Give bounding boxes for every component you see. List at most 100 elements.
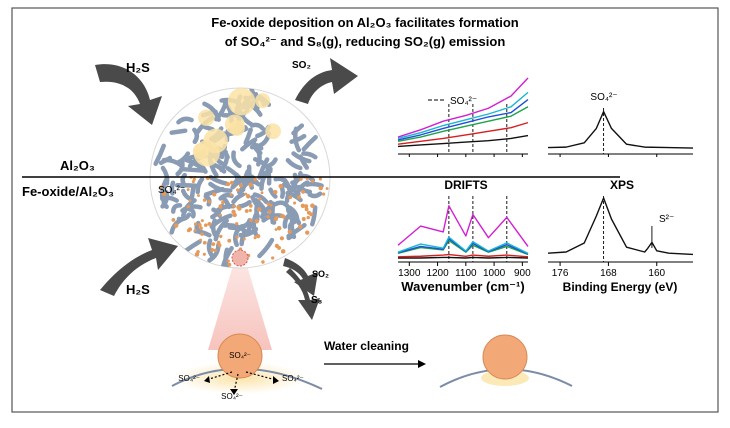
fe-oxide-dot: [273, 189, 278, 195]
fe-oxide-dot: [191, 180, 195, 184]
label-sulfate-left: SO₄²⁻: [178, 374, 200, 383]
figure-frame: [11, 7, 719, 413]
arrow-so2-out-top: [295, 58, 358, 104]
drifts-series-line: [397, 121, 529, 145]
fe-oxide-dot: [227, 238, 232, 243]
drifts-series-line: [397, 91, 529, 140]
fe-oxide-dot: [199, 238, 203, 242]
fe-oxide-dot: [293, 201, 297, 205]
alumina-pore: [273, 176, 290, 187]
alumina-pore: [291, 151, 312, 164]
xps-xlabel: Binding Energy (eV): [563, 280, 678, 294]
fe-oxide-dot: [197, 223, 202, 227]
label-sulfate-mid: SO₄²⁻: [221, 392, 243, 401]
alumina-pore: [195, 176, 205, 195]
alumina-pore: [183, 239, 202, 254]
fe-oxide-dot: [235, 222, 239, 226]
drifts-tick-label: 1200: [426, 268, 449, 279]
alumina-pore: [161, 157, 184, 168]
fe-oxide-dot: [260, 191, 264, 195]
fe-oxide-dot: [203, 223, 208, 227]
drifts-legend-label: SO₄²⁻: [450, 96, 477, 107]
alumina-pore: [169, 180, 176, 196]
fe-oxide-dot: [244, 192, 248, 196]
fe-oxide-dot: [236, 188, 240, 192]
fe-oxide-dot: [194, 252, 200, 257]
fe-oxide-dot: [210, 247, 215, 252]
drifts-tick-label: 1000: [483, 268, 506, 279]
xps-s2-label: S²⁻: [659, 214, 674, 225]
fe-oxide-dot: [219, 205, 223, 209]
sulfate-patch: [224, 114, 245, 135]
drifts-tick-label: 900: [514, 268, 531, 279]
alumina-pore: [301, 151, 318, 160]
fe-oxide-dot: [249, 218, 253, 223]
arrow-h2s-in-bottom: [100, 238, 178, 296]
fe-oxide-dot: [267, 209, 272, 214]
alumina-pore: [221, 196, 232, 210]
alumina-pore: [176, 212, 192, 222]
fe-oxide-dot: [271, 256, 275, 260]
fe-oxide-dot: [325, 187, 329, 190]
fe-oxide-dot: [202, 198, 207, 202]
drifts-xlabel: Wavenumber (cm⁻¹): [401, 279, 524, 294]
migration-arrow-center: [233, 373, 239, 393]
xps-title: XPS: [610, 178, 634, 192]
fe-oxide-dot: [229, 180, 234, 185]
alumina-pore: [161, 195, 179, 203]
xps-tick-label: 176: [552, 268, 569, 279]
alumina-pore: [159, 176, 170, 202]
fe-oxide-dot: [306, 215, 310, 220]
fe-oxide-dot: [207, 222, 212, 226]
fe-oxide-dot: [200, 219, 204, 223]
fe-oxide-dot: [304, 204, 309, 209]
xps-top-series: [547, 110, 694, 149]
fe-oxide-dot: [207, 199, 211, 204]
fe-oxide-particle-before: [217, 333, 263, 379]
fe-oxide-dot: [299, 177, 303, 181]
alumina-pore: [192, 127, 200, 145]
drifts-series-line: [397, 77, 529, 138]
xps-peak-label: SO₄²⁻: [590, 92, 617, 103]
xps-series-line: [547, 110, 694, 149]
fe-oxide-dot: [254, 219, 260, 224]
fe-oxide-dot: [261, 260, 265, 264]
fe-oxide-dot: [256, 234, 261, 239]
fe-oxide-dot: [266, 202, 270, 206]
arrow-s8-out-bottom: [286, 268, 320, 320]
fe-oxide-dot: [248, 182, 253, 188]
alumina-pore: [202, 124, 215, 132]
alumina-pore: [250, 195, 265, 214]
fe-oxide-dot: [186, 204, 191, 209]
fe-oxide-dots: [159, 176, 329, 267]
alumina-pore: [275, 200, 290, 209]
fe-oxide-dot: [159, 185, 163, 189]
fe-oxide-dot: [188, 199, 192, 203]
alumina-pore: [240, 169, 250, 193]
alumina-pore: [208, 174, 229, 186]
drifts-series-line: [397, 253, 529, 258]
fe-oxide-dot: [200, 232, 204, 236]
fe-oxide-dot: [202, 240, 207, 245]
fe-oxide-dot: [257, 207, 262, 212]
drifts-series-line: [397, 106, 529, 143]
drifts-top-series: [397, 77, 529, 148]
alumina-pore: [263, 212, 277, 225]
fe-oxide-dot: [173, 223, 179, 228]
fe-oxide-dot: [318, 177, 322, 181]
label-s8-bottom: S₈: [311, 295, 323, 306]
drifts-series-line: [397, 99, 529, 141]
migration-arrowhead-right: [273, 376, 279, 384]
fe-oxide-dot: [258, 197, 262, 201]
fe-oxide-dot: [199, 226, 203, 231]
fe-oxide-dot: [226, 259, 230, 263]
fe-oxide-dot: [275, 215, 279, 220]
magnification-beam: [208, 262, 272, 350]
fe-oxide-dot: [322, 192, 326, 196]
alumina-pore: [287, 205, 300, 223]
fe-oxide-dot: [297, 195, 302, 200]
